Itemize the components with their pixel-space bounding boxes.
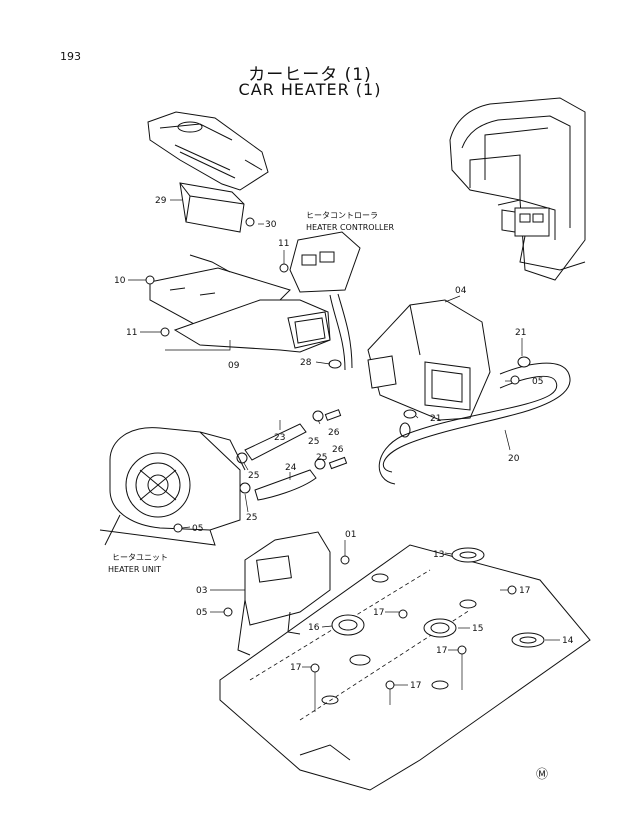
callout-17: 17 [290, 663, 301, 673]
callout-11: 11 [278, 239, 289, 249]
heater-controller [289, 231, 361, 371]
heater-unit-caption: HEATER UNIT [108, 565, 161, 574]
heater-hose-20 [378, 362, 571, 485]
callout-30: 30 [265, 220, 277, 230]
callout-25: 25 [316, 453, 327, 463]
callout-28: 28 [300, 358, 312, 368]
component-captions: ヒータコントローラ HEATER CONTROLLER ヒータユニット HEAT… [108, 211, 395, 574]
air-duct [173, 299, 331, 353]
bolts [145, 217, 531, 690]
callout-24: 24 [285, 463, 297, 473]
callout-10: 10 [114, 276, 126, 286]
page-number: 193 [60, 50, 81, 63]
callout-26: 26 [328, 428, 340, 438]
page-title: CAR HEATER (1) [238, 80, 382, 99]
heater-unit [99, 427, 246, 546]
callout-26: 26 [332, 445, 344, 455]
callout-13: 13 [433, 550, 444, 560]
heater-controller-caption: HEATER CONTROLLER [306, 223, 395, 232]
heater-cover [237, 531, 331, 656]
callout-14: 14 [562, 636, 574, 646]
callout-09: 09 [228, 361, 240, 371]
callout-15: 15 [472, 624, 483, 634]
callout-17: 17 [373, 608, 384, 618]
grommets [331, 547, 545, 648]
callout-04: 04 [455, 286, 467, 296]
callout-21: 21 [430, 414, 441, 424]
leader-lines [128, 199, 560, 712]
heater-unit-caption-jp: ヒータユニット [112, 553, 168, 562]
callout-25: 25 [248, 471, 259, 481]
callout-21: 21 [515, 328, 526, 338]
callout-25: 25 [308, 437, 319, 447]
callout-20: 20 [508, 454, 520, 464]
callout-23: 23 [274, 433, 285, 443]
heater-controller-caption-jp: ヒータコントローラ [306, 211, 378, 220]
callout-01: 01 [345, 530, 356, 540]
air-duct-housing [367, 299, 491, 421]
heater-hoses [236, 409, 348, 501]
callout-17: 17 [519, 586, 530, 596]
console-cover [147, 111, 269, 191]
cab-outline [449, 97, 586, 281]
callout-29: 29 [155, 196, 167, 206]
callout-03: 03 [196, 586, 207, 596]
callout-05: 05 [532, 377, 543, 387]
callout-17: 17 [410, 681, 421, 691]
storage-tray [179, 182, 245, 233]
callout-25: 25 [246, 513, 257, 523]
callout-labels: 29 30 11 10 11 09 04 21 05 28 21 23 25 2… [114, 196, 574, 691]
callout-05: 05 [196, 608, 207, 618]
callout-11: 11 [126, 328, 137, 338]
callout-17: 17 [436, 646, 447, 656]
callout-05: 05 [192, 524, 203, 534]
page-title-japanese: カーヒータ (1) [248, 65, 372, 85]
callout-16: 16 [308, 623, 320, 633]
revision-mark: Ⓜ [536, 767, 548, 781]
